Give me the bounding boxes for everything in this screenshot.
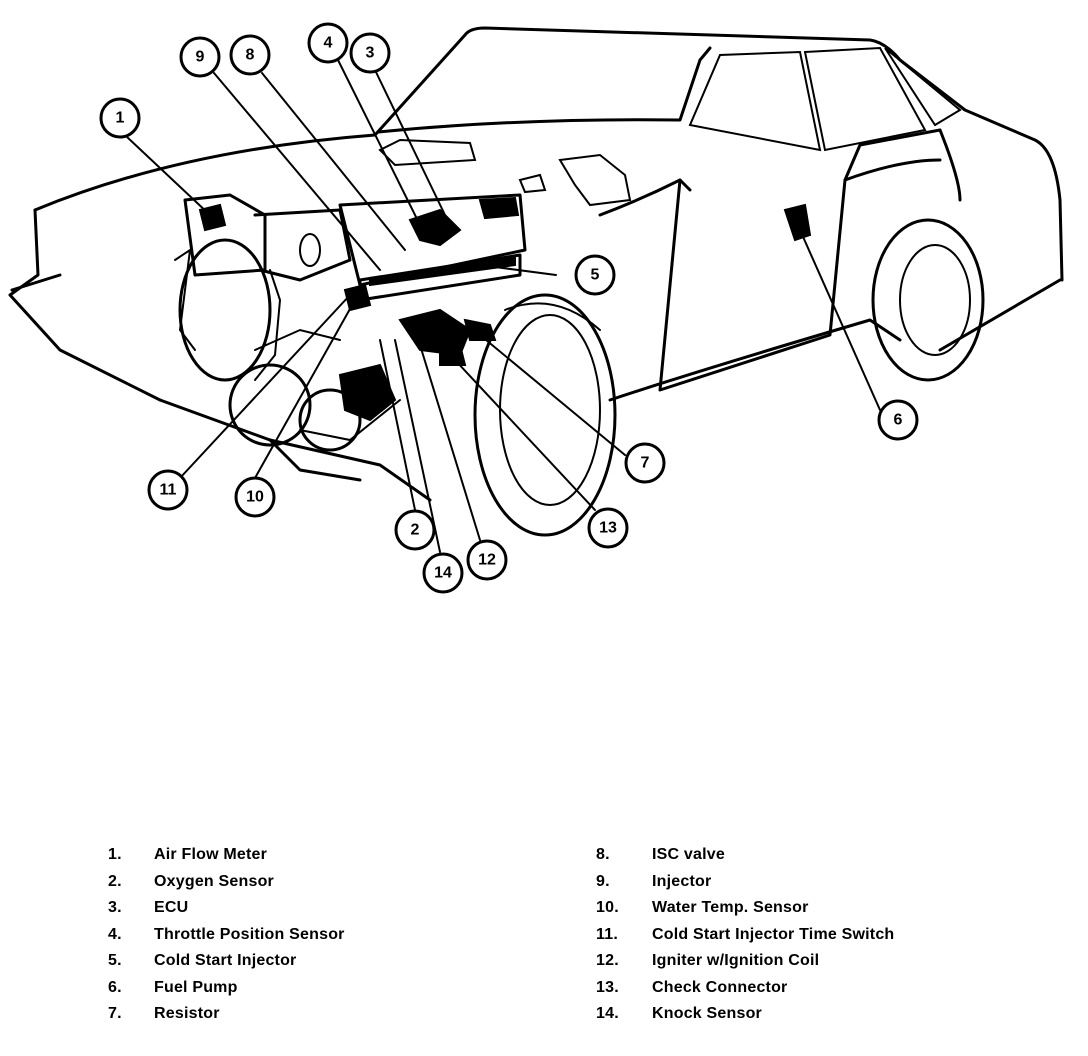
- callout-8: 8: [229, 34, 271, 76]
- legend-item-label: Knock Sensor: [652, 1005, 762, 1023]
- legend-item-number: 11.: [596, 925, 618, 943]
- legend-item-number: 10.: [596, 899, 619, 917]
- legend-item-number: 9.: [596, 872, 610, 890]
- callout-4: 4: [307, 22, 349, 64]
- car-component-diagram: 1 2 3 4 5 6 7 8 9 10 11 12: [8, 22, 1064, 594]
- legend-item-number: 2.: [108, 872, 122, 890]
- legend-left-column: 1. Air Flow Meter 2. Oxygen Sensor 3. ECU 4…: [108, 842, 468, 1028]
- legend-item-label: Oxygen Sensor: [154, 872, 274, 890]
- callout-5-label: 5: [591, 267, 600, 284]
- callout-11-label: 11: [160, 482, 177, 499]
- legend-item-1: 1. Air Flow Meter: [108, 842, 468, 869]
- callout-11: 11: [147, 469, 189, 511]
- legend-item-label: Check Connector: [652, 978, 788, 996]
- callout-6-label: 6: [894, 412, 903, 429]
- callout-7: 7: [624, 442, 666, 484]
- leader-lines: [125, 59, 881, 553]
- legend-item-14: 14. Knock Sensor: [596, 1001, 976, 1028]
- callout-9-label: 9: [196, 49, 205, 66]
- callout-10: 10: [234, 476, 276, 518]
- legend-item-label: Water Temp. Sensor: [652, 899, 809, 917]
- legend-item-label: Throttle Position Sensor: [154, 925, 345, 943]
- legend-right-column: 8. ISC valve 9. Injector 10. Water Temp. Se…: [596, 842, 976, 1028]
- legend-item-3: 3. ECU: [108, 895, 468, 922]
- callout-3-label: 3: [366, 45, 375, 62]
- callout-7-label: 7: [641, 455, 650, 472]
- callout-3: 3: [349, 32, 391, 74]
- legend-item-label: Resistor: [154, 1005, 220, 1023]
- callout-5: 5: [574, 254, 616, 296]
- engine-assembly: [174, 193, 812, 452]
- callout-2: 2: [394, 509, 436, 551]
- callout-10-label: 10: [246, 489, 264, 506]
- legend-item-4: 4. Throttle Position Sensor: [108, 922, 468, 949]
- callout-9: 9: [179, 36, 221, 78]
- callout-8-label: 8: [246, 47, 255, 64]
- legend-item-number: 8.: [596, 846, 610, 864]
- legend-item-9: 9. Injector: [596, 869, 976, 896]
- legend-item-label: Cold Start Injector Time Switch: [652, 925, 895, 943]
- callout-14: 14: [422, 552, 464, 594]
- legend-item-6: 6. Fuel Pump: [108, 975, 468, 1002]
- callout-12: 12: [466, 539, 508, 581]
- legend-item-number: 12.: [596, 952, 619, 970]
- legend-item-number: 14.: [596, 1005, 619, 1023]
- legend-item-label: Igniter w/Ignition Coil: [652, 952, 820, 970]
- legend-item-label: Air Flow Meter: [154, 846, 268, 864]
- callout-6: 6: [877, 399, 919, 441]
- callout-1: 1: [99, 97, 141, 139]
- legend-item-5: 5. Cold Start Injector: [108, 948, 468, 975]
- legend-item-number: 4.: [108, 925, 122, 943]
- legend-item-number: 5.: [108, 952, 122, 970]
- callout-2-label: 2: [411, 522, 420, 539]
- legend-item-number: 13.: [596, 978, 619, 996]
- legend-item-13: 13. Check Connector: [596, 975, 976, 1002]
- callout-14-label: 14: [434, 565, 452, 582]
- legend-item-number: 7.: [108, 1005, 122, 1023]
- callout-12-label: 12: [478, 552, 496, 569]
- legend-item-8: 8. ISC valve: [596, 842, 976, 869]
- legend-item-number: 1.: [108, 846, 122, 864]
- legend-item-12: 12. Igniter w/Ignition Coil: [596, 948, 976, 975]
- legend-item-number: 6.: [108, 978, 122, 996]
- legend-item-11: 11. Cold Start Injector Time Switch: [596, 922, 976, 949]
- legend-item-label: Injector: [652, 872, 712, 890]
- front-wheel: [473, 293, 617, 537]
- callout-1-label: 1: [116, 110, 125, 127]
- legend-item-10: 10. Water Temp. Sensor: [596, 895, 976, 922]
- legend-item-number: 3.: [108, 899, 122, 917]
- callout-4-label: 4: [324, 35, 333, 52]
- legend-item-7: 7. Resistor: [108, 1001, 468, 1028]
- callout-13: 13: [587, 507, 629, 549]
- legend-item-2: 2. Oxygen Sensor: [108, 869, 468, 896]
- legend-item-label: Cold Start Injector: [154, 952, 297, 970]
- legend-item-label: ISC valve: [652, 846, 725, 864]
- callout-13-label: 13: [599, 520, 617, 537]
- legend-item-label: ECU: [154, 899, 189, 917]
- rear-wheel: [871, 218, 985, 382]
- legend-item-label: Fuel Pump: [154, 978, 238, 996]
